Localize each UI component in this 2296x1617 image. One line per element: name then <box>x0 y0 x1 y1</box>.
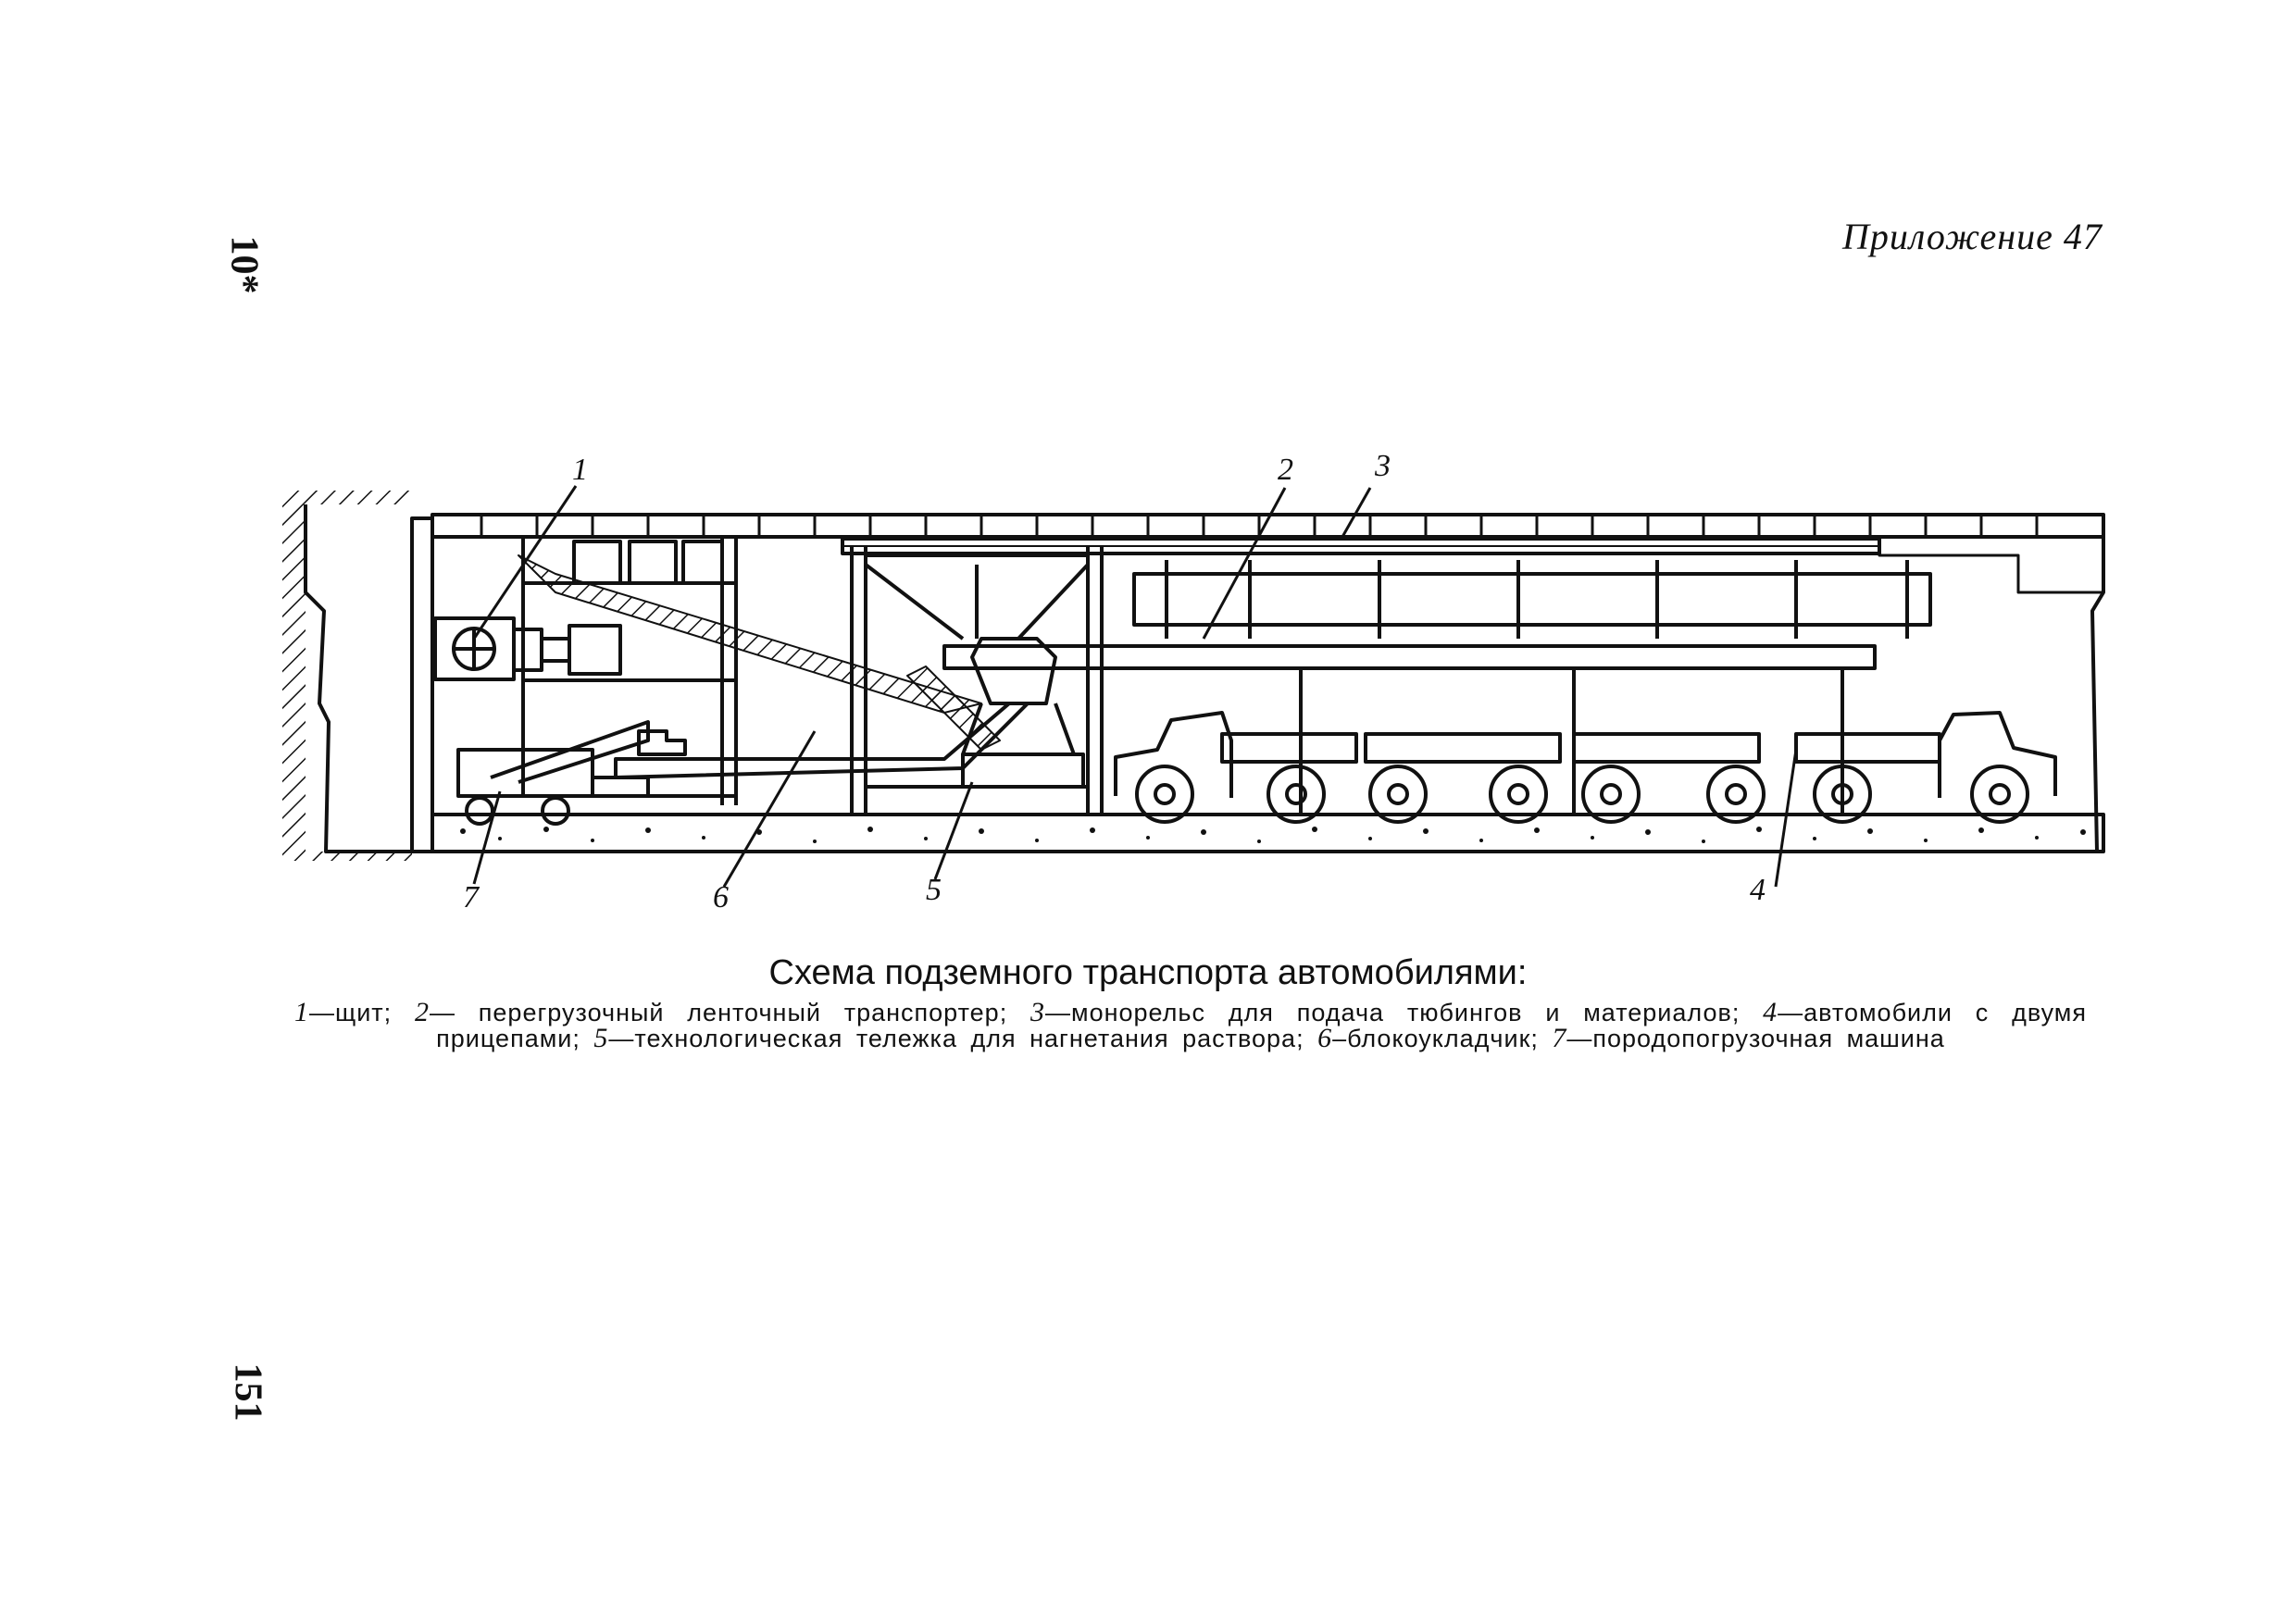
legend-item: 2— перегрузочный ленточный транспортер; <box>414 997 1008 1027</box>
callout-labels: 1 2 3 4 5 6 7 <box>463 449 1766 914</box>
callout-2: 2 <box>1278 453 1293 487</box>
shield <box>410 516 434 853</box>
truck-right <box>1938 711 2057 824</box>
callout-3: 3 <box>1374 449 1391 483</box>
rock-loading-machine <box>456 720 687 826</box>
trailer-1 <box>1220 732 1562 824</box>
monorail <box>841 537 1881 555</box>
legend-item: 1—щит; <box>294 997 393 1027</box>
caption-title: Схема подземного транспорта автомобилями… <box>768 953 1528 992</box>
legend-item: 4—автомобили с двумя прицепами; <box>436 997 2087 1052</box>
callout-4: 4 <box>1750 873 1766 907</box>
tunnel-floor <box>430 813 2105 853</box>
legend-item: 5—технологическая тележка для нагнетания… <box>593 1023 1304 1053</box>
legend-item: 6–блокоукладчик; <box>1317 1023 1539 1053</box>
face-outline <box>304 504 412 853</box>
legend-item: 7—породопогрузочная машина <box>1552 1023 1945 1053</box>
trailer-2 <box>1489 732 1766 824</box>
callout-7: 7 <box>463 880 480 914</box>
callout-1: 1 <box>572 453 588 487</box>
trailer-3 <box>1794 732 1941 824</box>
caption-legend: 1—щит; 2— перегрузочный ленточный трансп… <box>294 997 2087 1053</box>
leader-lines <box>472 485 1798 888</box>
transfer-conveyor <box>942 560 1932 815</box>
legend-item: 3—монорельс для подача тюбингов и матери… <box>1030 997 1741 1027</box>
appendix-title: Приложение 47 <box>1842 216 2103 257</box>
callout-6: 6 <box>713 880 729 914</box>
callout-5: 5 <box>926 873 942 907</box>
floor-gravel <box>460 827 2086 843</box>
shield-cutter-head <box>433 616 622 681</box>
truck-left <box>1114 711 1233 824</box>
lining-segments <box>480 515 2039 537</box>
